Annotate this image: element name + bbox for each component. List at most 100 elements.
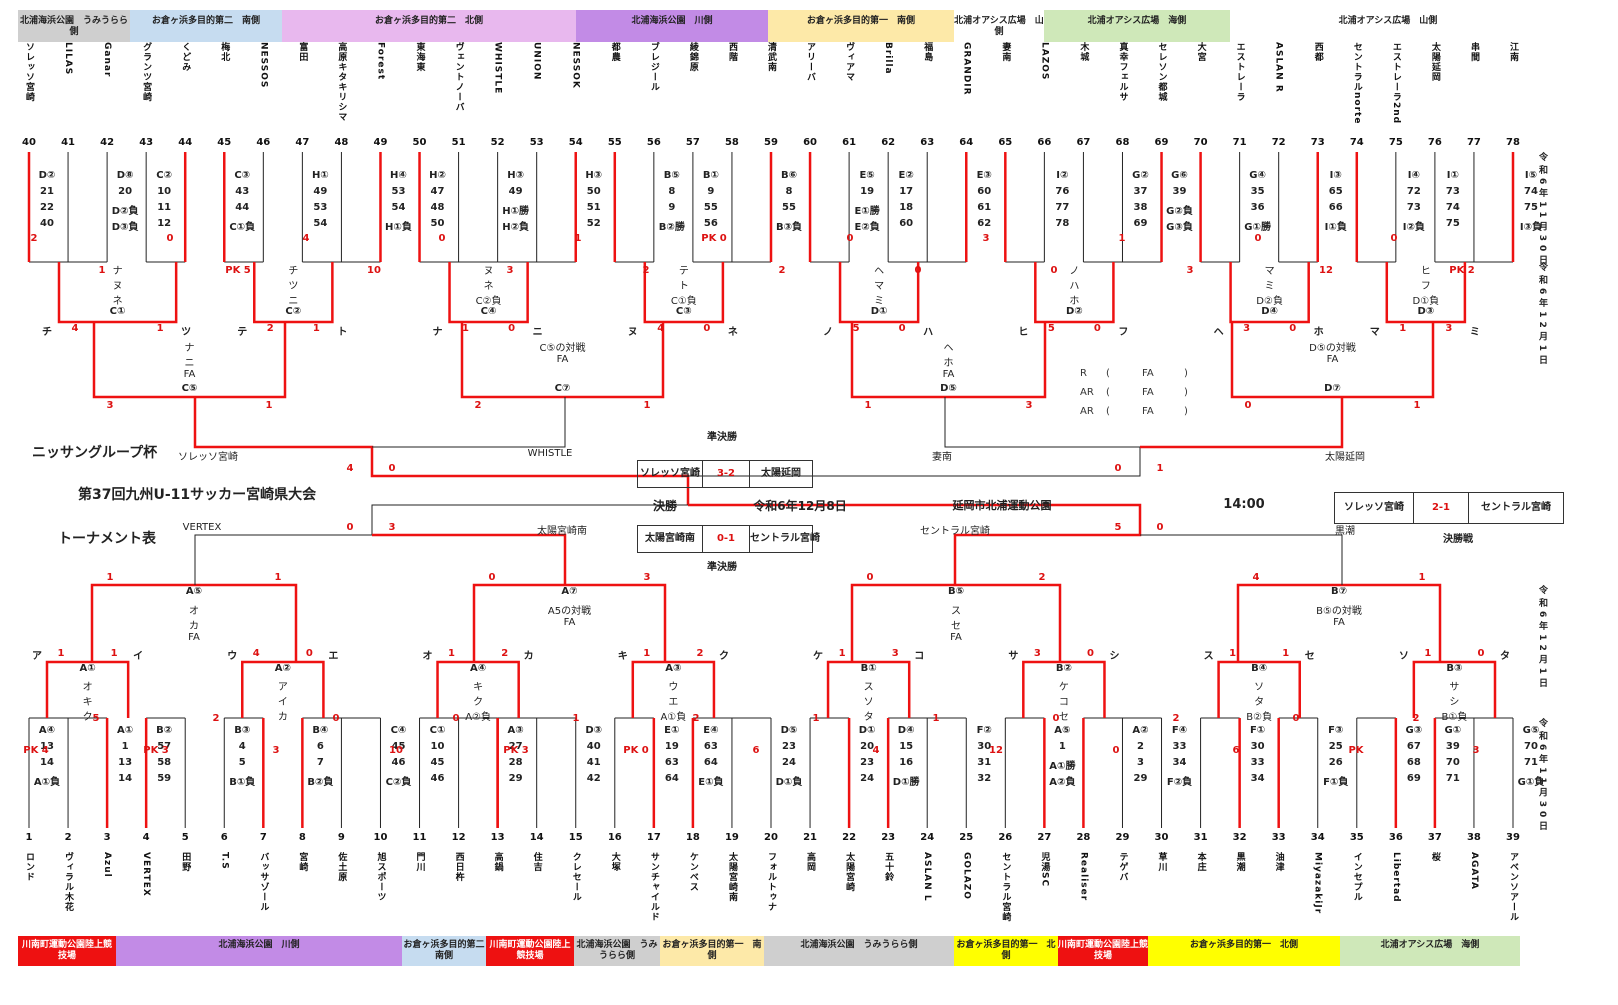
team-name: クレセール xyxy=(570,852,581,902)
team-number: 10 xyxy=(373,832,388,843)
r2-bracket xyxy=(241,660,325,718)
bottom-group-head: D④ xyxy=(897,725,915,736)
team-number: 60 xyxy=(803,137,818,148)
top-group-row: 22 xyxy=(40,202,54,213)
r3-code: B⑤ xyxy=(947,586,965,597)
team-number: 43 xyxy=(139,137,154,148)
r3-score: 3 xyxy=(643,572,651,583)
r2-score: 0 xyxy=(1086,648,1094,659)
bottom-group-row: D①勝 xyxy=(892,777,920,788)
top-venue-band: お倉ヶ浜多目的第一 南側 xyxy=(768,10,954,42)
r2-sub: セ xyxy=(1058,712,1069,723)
top-group-head: C③ xyxy=(234,170,251,181)
pk-score: 4 xyxy=(302,233,310,244)
top-group-row: 47 xyxy=(430,186,445,197)
team-number: 76 xyxy=(1427,137,1442,148)
r2-left: ヒ xyxy=(1018,327,1029,338)
top-group-head: G⑥ xyxy=(1171,170,1188,181)
team-number: 70 xyxy=(1193,137,1208,148)
bottom-group-row: 1 xyxy=(121,741,129,752)
bottom-group-row: 14 xyxy=(118,773,133,784)
top-group-row: 39 xyxy=(1172,186,1187,197)
bottom-group-row: 24 xyxy=(860,773,875,784)
r2-bracket xyxy=(45,660,130,718)
top-group-row: I③負 xyxy=(1519,222,1543,233)
team-name: LILAS xyxy=(63,42,74,76)
r2-score: 4 xyxy=(71,323,79,334)
bottom-group-row: 15 xyxy=(899,741,914,752)
pk-score: 0 xyxy=(166,233,174,244)
pk-score: 12 xyxy=(989,745,1003,756)
team-number: 18 xyxy=(685,832,700,843)
pk-score: 2 xyxy=(1172,713,1180,724)
bottom-group-row: 45 xyxy=(430,757,445,768)
r3-bracket xyxy=(90,583,298,662)
top-group-head: B① xyxy=(702,170,719,181)
pk-score: 3 xyxy=(982,233,990,244)
pk-score: 3 xyxy=(272,745,280,756)
r2-sub: B①負 xyxy=(1441,712,1468,723)
r2-right: セ xyxy=(1304,651,1315,662)
rank-value: FA xyxy=(1142,406,1154,417)
r2-code: C① xyxy=(109,306,126,317)
r2-sub: ソ xyxy=(863,697,874,708)
r2-left: テ xyxy=(237,327,248,338)
top-group-row: 8 xyxy=(668,186,676,197)
top-group-row: H①負 xyxy=(385,222,412,233)
r2-right: コ xyxy=(914,651,925,662)
pk-score: 1 xyxy=(812,713,820,724)
r2-sub: キ xyxy=(82,697,93,708)
bottom-venue-band: 北浦海浜公園 うみうらら側 xyxy=(764,936,954,966)
team-name: 西日杵 xyxy=(453,852,464,882)
team-number: 28 xyxy=(1076,832,1091,843)
r3-code: C⑤ xyxy=(181,383,198,394)
team-number: 63 xyxy=(920,137,935,148)
team-number: 47 xyxy=(295,137,310,148)
team-number: 71 xyxy=(1232,137,1247,148)
team-number: 32 xyxy=(1232,832,1247,843)
final-label: 決勝 xyxy=(652,499,678,513)
rank-paren: ( xyxy=(1106,406,1110,417)
top-group-row: 8 xyxy=(785,186,793,197)
team-name: テゲバ xyxy=(1117,852,1128,882)
top-group-row: G①勝 xyxy=(1244,222,1271,233)
top-group-row: I①負 xyxy=(1324,222,1347,233)
r2-sub: ミ xyxy=(874,296,885,307)
top-group-row: E②負 xyxy=(854,222,880,233)
team-name: 太陽宮崎南 xyxy=(726,852,737,902)
r2-score: 5 xyxy=(1047,323,1055,334)
r3-sub: FA xyxy=(942,369,955,380)
rank-key: AR xyxy=(1080,406,1094,417)
r2-code: A① xyxy=(79,663,96,674)
top-group-row: 76 xyxy=(1055,186,1070,197)
bottom-group-row: 5 xyxy=(238,757,246,768)
top-group-row: 12 xyxy=(157,218,172,229)
bottom-group-row: 3 xyxy=(1136,757,1144,768)
bottom-group-head: C④ xyxy=(390,725,407,736)
team-number: 16 xyxy=(607,832,622,843)
team-number: 1 xyxy=(25,832,33,843)
qf-line xyxy=(372,397,566,448)
semi-top-home: ソレッソ宮崎 xyxy=(637,460,703,488)
team-number: 13 xyxy=(490,832,505,843)
bottom-group-row: A①負 xyxy=(33,777,61,788)
pk-score: 3 xyxy=(1186,265,1194,276)
top-group-row: 19 xyxy=(860,186,875,197)
pk-score: 2 xyxy=(30,233,38,244)
team-name: Forest xyxy=(375,42,386,81)
team-name: 門川 xyxy=(414,852,425,872)
team-name: 都農 xyxy=(609,42,620,62)
top-group-head: G② xyxy=(1132,170,1149,181)
r2-bracket xyxy=(448,262,529,324)
team-number: 41 xyxy=(61,137,76,148)
bottom-group-head: B③ xyxy=(234,725,251,736)
bottom-group-head: B④ xyxy=(312,725,329,736)
top-group-row: 37 xyxy=(1133,186,1148,197)
r2-sub: コ xyxy=(1058,697,1069,708)
r2-left: チ xyxy=(42,327,52,338)
r2-score: 1 xyxy=(1229,648,1237,659)
r2-right: フ xyxy=(1118,327,1129,338)
pk-score: 12 xyxy=(1319,265,1333,276)
team-number: 67 xyxy=(1076,137,1091,148)
